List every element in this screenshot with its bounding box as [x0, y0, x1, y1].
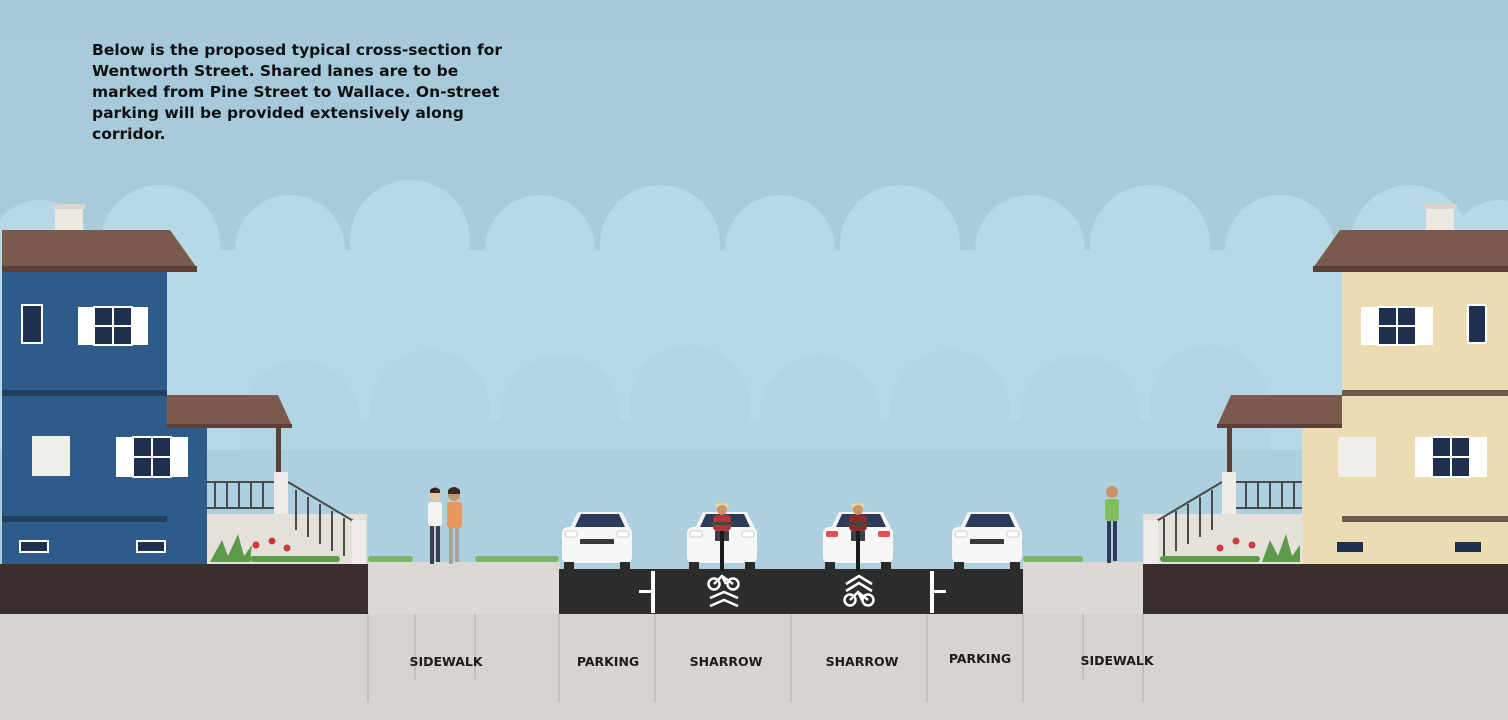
sidewalk-right	[1023, 562, 1143, 614]
lane-label-parking-right: PARKING	[948, 651, 1012, 666]
sidewalk-left	[368, 562, 560, 614]
dimension-lines	[367, 614, 1144, 702]
lane-label-sidewalk-left: SIDEWALK	[409, 654, 483, 669]
intro-text: Below is the proposed typical cross-sect…	[92, 41, 503, 143]
soil-left	[0, 564, 368, 614]
lane-label-sharrow-right: SHARROW	[825, 654, 899, 669]
grass	[368, 556, 1083, 562]
house-blue	[2, 204, 367, 564]
roadway	[559, 569, 1023, 614]
pedestrian	[1105, 486, 1119, 563]
cyclist-right	[845, 503, 871, 571]
car-parked-left	[562, 512, 632, 570]
cyclist-left	[709, 503, 735, 571]
sharrow-marking-right	[843, 574, 875, 607]
pedestrians	[428, 487, 462, 564]
sharrow-marking-left	[707, 574, 740, 608]
lane-label-sharrow-left: SHARROW	[689, 654, 763, 669]
lane-label-parking-left: PARKING	[576, 654, 640, 669]
lane-markings	[639, 571, 946, 613]
soil-right	[1143, 564, 1508, 614]
ground	[0, 612, 1508, 720]
house-tan	[1143, 204, 1508, 564]
lane-label-sidewalk-right: SIDEWALK	[1080, 653, 1154, 668]
car-parked-right	[952, 512, 1022, 570]
